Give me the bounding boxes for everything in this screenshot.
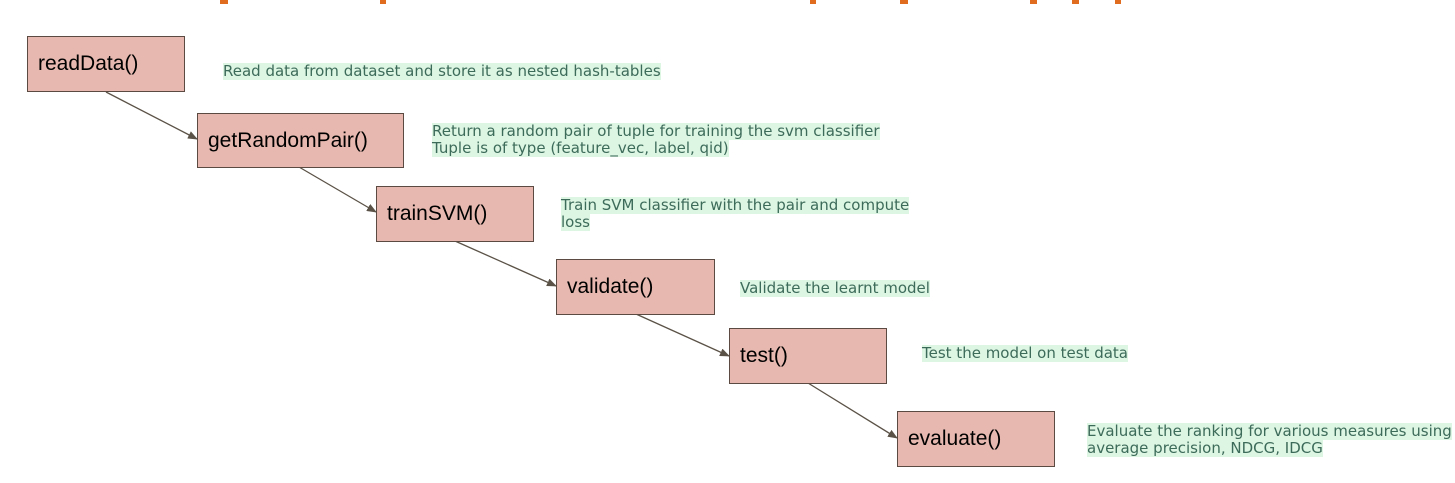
note-validate: Validate the learnt model: [740, 280, 930, 297]
node-label: test(): [740, 344, 788, 367]
note-trainsvm: Train SVM classifier with the pair and c…: [561, 196, 910, 231]
note-test: Test the model on test data: [922, 345, 1128, 362]
clipped-title-fragment: [210, 0, 1160, 4]
note-line: Validate the learnt model: [740, 279, 930, 297]
node-label: evaluate(): [908, 427, 1002, 450]
arrow-readdata-to-getrandompair: [105, 91, 198, 140]
node-label: validate(): [567, 275, 654, 298]
note-line: Read data from dataset and store it as n…: [223, 62, 661, 80]
node-evaluate: evaluate(): [897, 411, 1055, 467]
note-line: Evaluate the ranking for various measure…: [1087, 422, 1452, 440]
node-getrandompair: getRandomPair(): [197, 113, 404, 168]
note-getrandompair: Return a random pair of tuple for traini…: [432, 123, 880, 157]
node-test: test(): [729, 328, 887, 384]
node-readdata: readData(): [27, 36, 185, 92]
node-label: readData(): [38, 52, 139, 75]
note-line: loss: [561, 213, 590, 231]
node-trainsvm: trainSVM(): [376, 186, 534, 242]
node-label: getRandomPair(): [208, 128, 368, 152]
note-line: average precision, NDCG, IDCG: [1087, 439, 1323, 457]
arrow-getrandompair-to-trainsvm: [298, 166, 377, 213]
node-validate: validate(): [556, 259, 715, 315]
note-line: Tuple is of type (feature_vec, label, qi…: [432, 139, 729, 157]
arrow-trainsvm-to-validate: [454, 240, 557, 287]
note-line: Train SVM classifier with the pair and c…: [561, 196, 910, 214]
note-readdata: Read data from dataset and store it as n…: [223, 63, 661, 80]
note-line: Return a random pair of tuple for traini…: [432, 122, 880, 140]
node-label: trainSVM(): [387, 202, 488, 225]
note-evaluate: Evaluate the ranking for various measure…: [1087, 423, 1452, 457]
note-line: Test the model on test data: [922, 344, 1128, 362]
arrow-test-to-evaluate: [807, 382, 898, 439]
arrow-validate-to-test: [635, 313, 730, 357]
